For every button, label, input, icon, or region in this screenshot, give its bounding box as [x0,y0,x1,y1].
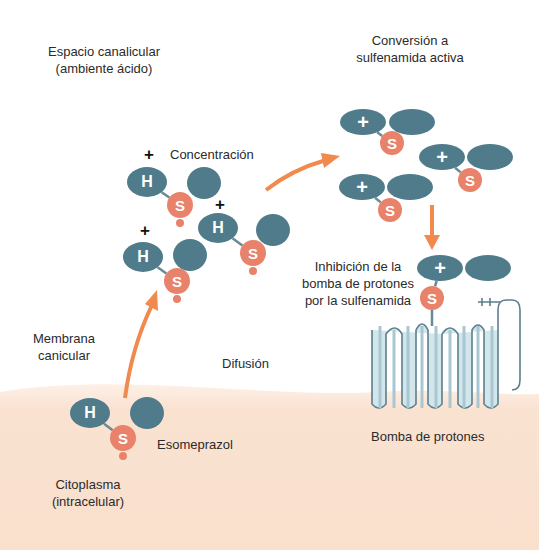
molecule-ring: + [417,255,463,281]
sulfur-atom: S [458,168,482,192]
annotation: Esomeprazol [157,436,257,453]
molecule-parts [130,109,513,429]
atom-label: S [427,291,437,306]
bond-line [232,238,242,245]
sulfur-atom: S [378,198,402,222]
sulfur-atom: S [380,131,404,155]
atom-label: + [357,112,369,132]
atom-label: S [172,274,182,289]
charge-sign: + [139,146,159,163]
atom-label: + [436,147,448,167]
bond-line [162,192,170,197]
molecule-ring: H [123,242,163,272]
annotation: Conversión a sulfenamida activa [345,32,475,66]
molecule-ring: + [339,174,385,200]
atom-label: H [212,220,224,236]
sulfoxide-dot [119,219,257,460]
process-arrow [125,160,432,398]
arrow-head [145,153,440,311]
annotation: Concentración [170,146,280,163]
annotation: Citoplasma (intracelular) [38,476,138,510]
atom-label: H [137,249,149,265]
bond-line [104,424,113,430]
sulfur-atom: S [164,268,190,294]
charge-sign: + [135,222,155,239]
charge-sign: + [210,196,230,213]
atom-label: + [434,258,446,278]
sulfur-atom: S [110,425,136,451]
sulfur-atom: S [167,192,193,218]
cytoplasm-region [0,384,539,550]
molecule-ring: + [340,109,386,135]
annotation: Espacio canalicular (ambiente ácido) [43,43,165,77]
sulfur-atom: S [240,240,266,266]
atom-label: H [84,405,96,421]
proton-pump [372,298,520,408]
sulfur-atom: S [420,286,444,310]
atom-label: S [385,203,395,218]
atom-label: S [118,431,128,446]
annotation: Membrana canicular [24,330,104,364]
atom-label: + [356,177,368,197]
bond-line [431,310,434,326]
atom-label: S [248,246,258,261]
atom-label: S [175,198,185,213]
annotation: Inhibición de la bomba de protones por l… [296,258,420,309]
annotation: Difusión [222,355,302,372]
molecule-ring: H [198,213,238,243]
atom-label: S [387,136,397,151]
atom-label: H [141,174,153,190]
atom-label: S [465,173,475,188]
molecule-ring: H [70,398,110,428]
molecule-ring: H [127,167,167,197]
bond-line [158,267,167,273]
annotation: Bomba de protones [371,428,501,445]
molecule-ring: + [419,144,465,170]
